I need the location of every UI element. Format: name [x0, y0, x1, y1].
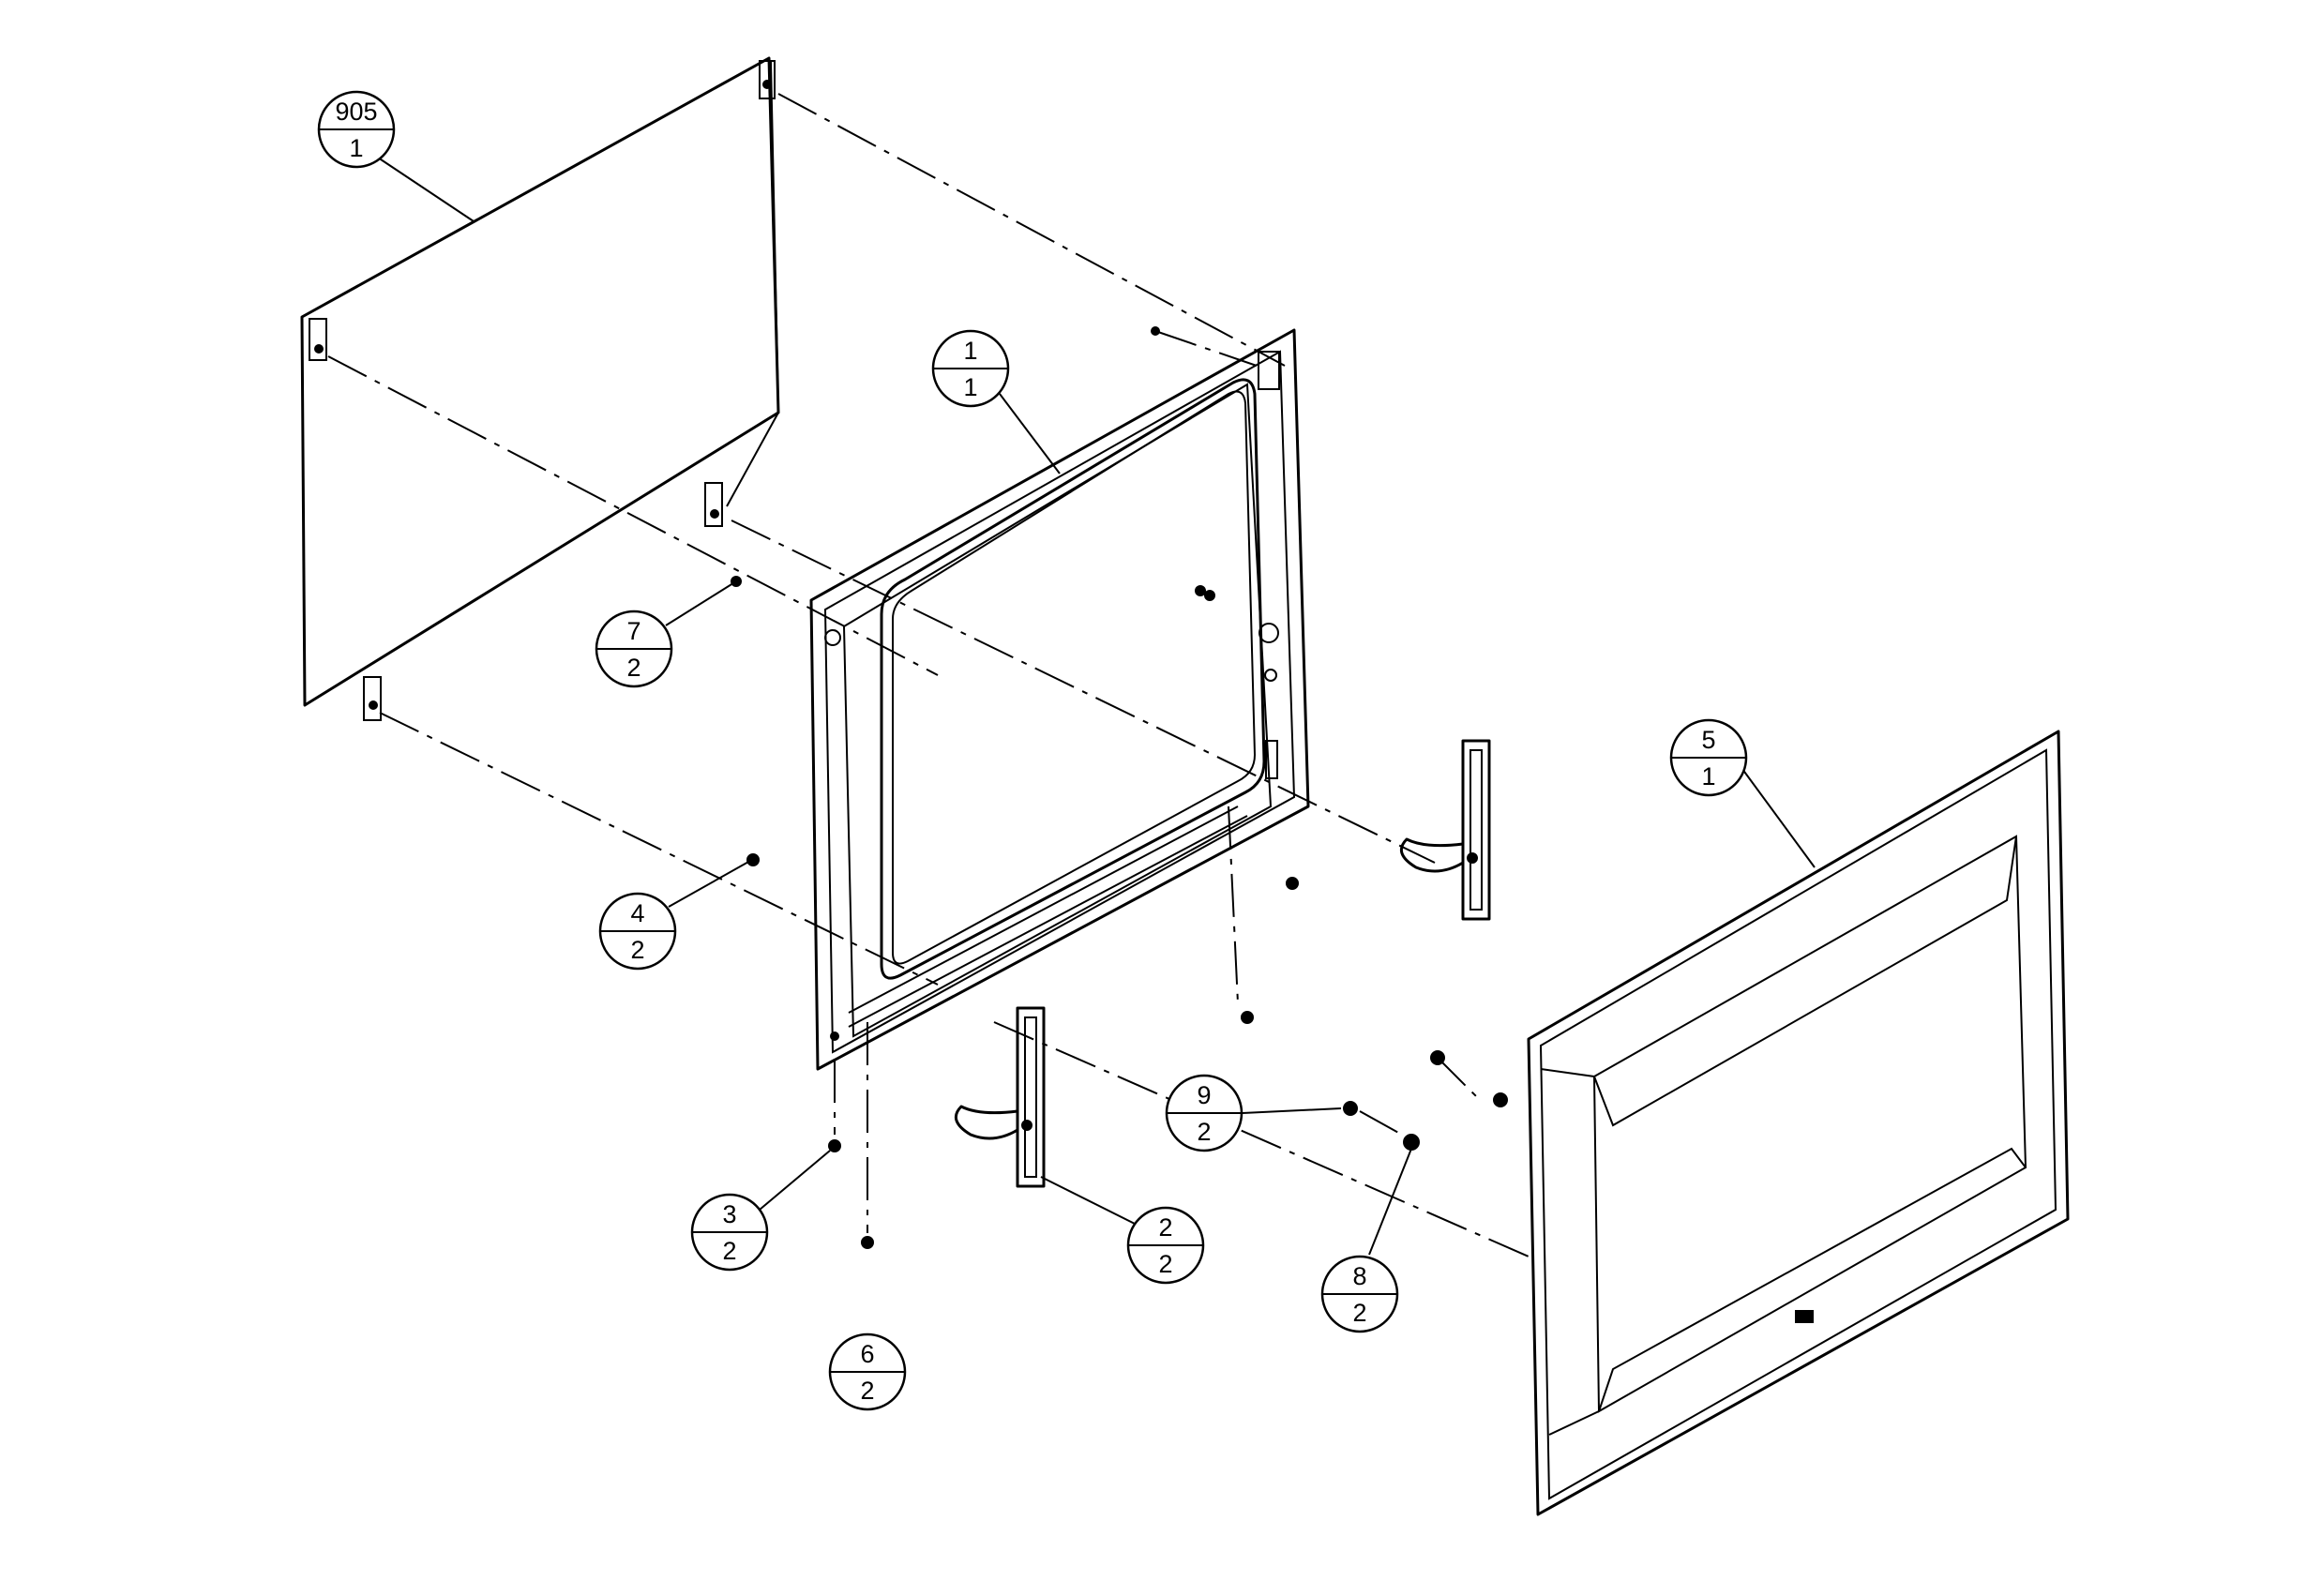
balloon-2-bottom: 2	[1158, 1250, 1172, 1278]
balloon-4-top: 4	[630, 899, 644, 927]
rear-panel-part-905	[300, 56, 780, 721]
inner-door-frame-part-1	[809, 328, 1310, 1071]
balloon-3-top: 3	[722, 1200, 736, 1228]
balloon-5-bottom: 1	[1701, 762, 1715, 790]
assembly-lines	[327, 93, 1530, 1257]
balloon-2[interactable]: 2 2	[1126, 1206, 1205, 1285]
balloon-905-top: 905	[335, 98, 377, 126]
balloon-905[interactable]: 905 1	[317, 90, 396, 169]
fasteners	[731, 326, 1508, 1249]
balloon-9[interactable]: 9 2	[1165, 1074, 1243, 1152]
part-balloons: 905 1 1 1 7 2 4 2 5 1	[317, 90, 1748, 1411]
balloon-2-top: 2	[1158, 1213, 1172, 1242]
balloon-3-bottom: 2	[722, 1237, 736, 1265]
outer-door-frame-part-5	[1527, 730, 2070, 1516]
balloon-5[interactable]: 5 1	[1669, 718, 1748, 797]
balloon-8-bottom: 2	[1352, 1299, 1366, 1327]
balloon-4-bottom: 2	[630, 936, 644, 964]
balloon-7[interactable]: 7 2	[595, 610, 673, 688]
balloon-8[interactable]: 8 2	[1320, 1255, 1399, 1333]
balloon-6[interactable]: 6 2	[828, 1333, 907, 1411]
balloon-9-bottom: 2	[1197, 1118, 1211, 1146]
balloon-905-bottom: 1	[349, 134, 363, 162]
hinge-part-2-right	[1399, 739, 1491, 921]
balloon-1-bottom: 1	[963, 373, 977, 401]
balloon-3[interactable]: 3 2	[690, 1193, 769, 1272]
balloon-6-bottom: 2	[860, 1377, 874, 1405]
balloon-6-top: 6	[860, 1340, 874, 1368]
balloon-7-top: 7	[626, 617, 641, 645]
balloon-4[interactable]: 4 2	[598, 892, 677, 971]
balloon-8-top: 8	[1352, 1262, 1366, 1290]
balloon-9-top: 9	[1197, 1081, 1211, 1109]
balloon-1[interactable]: 1 1	[931, 329, 1010, 408]
balloon-1-top: 1	[963, 337, 977, 365]
leader-lines	[374, 155, 1816, 1256]
balloon-5-top: 5	[1701, 726, 1715, 754]
balloon-7-bottom: 2	[626, 654, 641, 682]
hinge-part-2-left	[954, 1006, 1046, 1188]
